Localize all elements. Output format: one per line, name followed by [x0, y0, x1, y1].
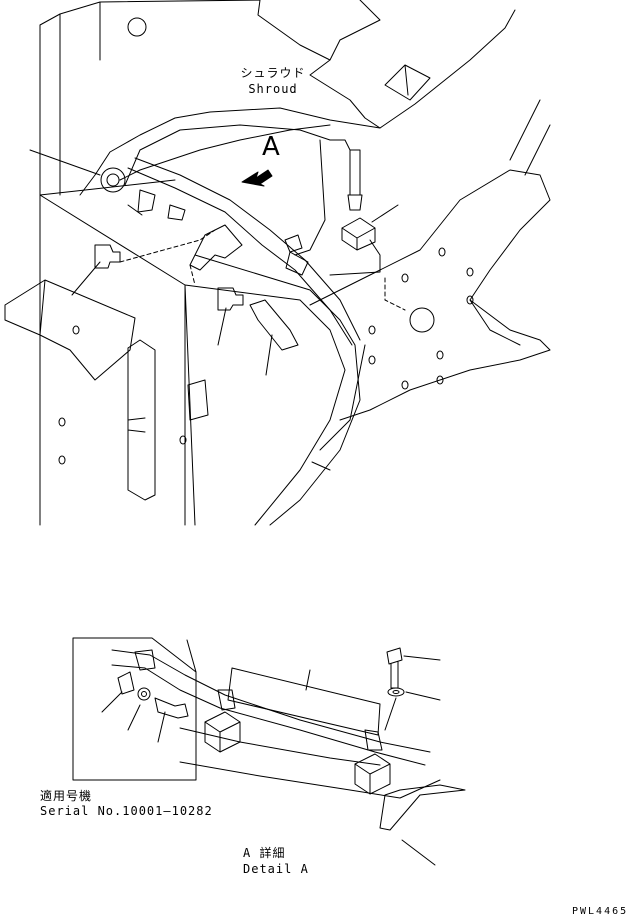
view-arrow-label: A	[262, 132, 280, 162]
plate-hole	[368, 355, 376, 365]
clip-fitting	[127, 189, 186, 221]
detail-block	[354, 753, 391, 795]
plate-hole	[466, 295, 474, 305]
shroud-edge-inner	[119, 124, 331, 181]
frame-hole	[72, 325, 80, 335]
detail-bolt	[154, 697, 189, 719]
shroud-outline	[39, 0, 516, 196]
hidden-line	[384, 277, 406, 311]
leader-line	[157, 711, 166, 743]
vertical-member	[127, 339, 156, 501]
nipple-fitting	[94, 244, 121, 269]
side-plate	[187, 379, 209, 421]
detail-bracket	[117, 671, 135, 695]
shroud-hole	[127, 17, 147, 37]
serial-label-jp: 適用号機	[40, 789, 93, 803]
shroud-edge	[79, 107, 381, 196]
detail-label-jp: A 詳細	[243, 846, 286, 860]
detail-clamp	[134, 649, 156, 671]
leader-line	[186, 639, 197, 673]
elbow-fitting	[284, 234, 303, 253]
nipple-fitting	[217, 287, 244, 311]
plate-hole-large	[409, 307, 435, 333]
plate-hole	[401, 380, 409, 390]
cross-plate-diag	[469, 99, 551, 346]
lube-tube	[134, 157, 361, 341]
lube-tube-2	[127, 167, 353, 346]
junction-block	[341, 217, 376, 251]
frame-hole	[58, 455, 66, 465]
plate-hole	[466, 267, 474, 277]
detail-tube-lower	[179, 727, 441, 799]
detail-frame	[72, 637, 197, 781]
hose-fitting	[249, 299, 299, 351]
cross-plate	[309, 169, 551, 421]
grease-fitting	[347, 149, 363, 211]
hidden-line	[189, 264, 196, 286]
leader-line	[127, 704, 141, 731]
detail-frame-plate	[379, 784, 466, 831]
tube-clamp	[189, 224, 243, 271]
bolt-part	[386, 647, 403, 689]
plate-hole	[436, 350, 444, 360]
leader-line	[71, 261, 101, 296]
view-arrow-icon	[241, 169, 273, 187]
hose-coil	[100, 167, 126, 193]
shroud-bracket	[384, 64, 431, 101]
lube-hose	[124, 124, 351, 186]
washer-part	[387, 687, 405, 697]
hidden-line	[119, 229, 216, 263]
leader-line	[265, 334, 273, 376]
left-bracket	[4, 279, 136, 381]
plate-hole	[438, 247, 446, 257]
hose-coil-inner	[106, 173, 120, 187]
detail-clamp	[364, 729, 383, 751]
shroud-label-en: Shroud	[248, 82, 298, 96]
detail-washer-hole	[141, 691, 147, 697]
frame-hole	[179, 435, 187, 445]
leader-line	[305, 669, 311, 691]
detail-label-en: Detail A	[243, 862, 309, 876]
leader-line	[217, 307, 227, 346]
leader-line	[405, 691, 441, 701]
leader-line	[384, 697, 397, 731]
drawing-number: PWL4465	[572, 906, 629, 917]
shroud-label-jp: シュラウド	[240, 66, 306, 80]
detail-support-bar	[227, 667, 381, 736]
detail-washer	[137, 687, 151, 701]
fitting-block	[285, 251, 309, 276]
leader-line	[101, 691, 123, 713]
plate-hole	[436, 375, 444, 385]
frame-hole	[58, 417, 66, 427]
leader-line	[401, 839, 436, 866]
plate-hole	[401, 273, 409, 283]
left-frame	[39, 179, 196, 526]
hose-guard	[311, 344, 366, 471]
detail-clamp	[217, 689, 236, 711]
detail-a-view	[72, 637, 466, 866]
serial-label-en: Serial No.10001—10282	[40, 804, 213, 818]
plate-hole	[368, 325, 376, 335]
hose-to-block	[294, 139, 381, 276]
detail-block	[204, 711, 241, 753]
washer-part-hole	[392, 690, 400, 694]
diagonal-beam-2	[184, 284, 346, 526]
main-view	[4, 0, 551, 526]
leader-line	[371, 204, 399, 223]
leader-line	[403, 655, 441, 661]
diagonal-beam-1	[194, 254, 361, 526]
leader-line	[29, 149, 101, 176]
